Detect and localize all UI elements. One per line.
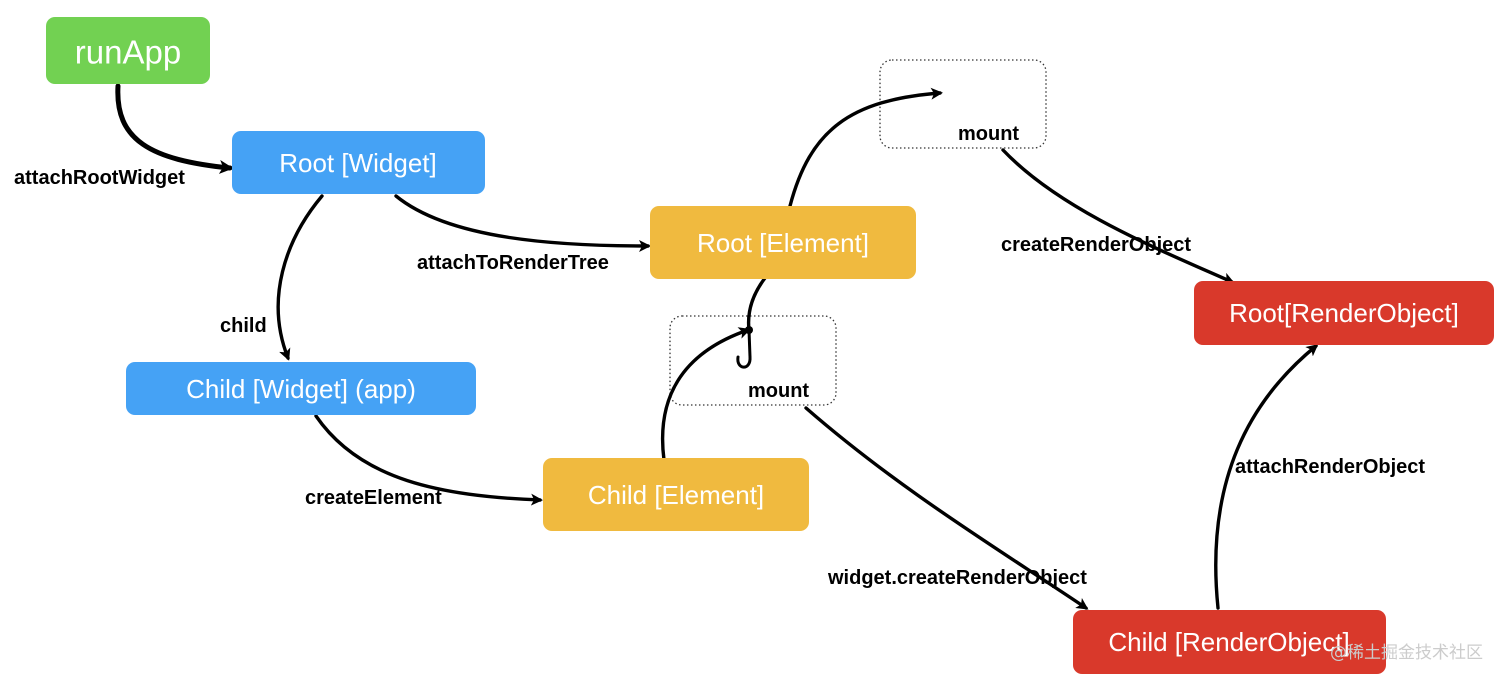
watermark-text: @稀土掘金技术社区 [1330,643,1483,663]
child-mount-label: mount [748,380,809,402]
create-render-object-label: createRenderObject [1001,234,1191,256]
widget-create-render-object-arrow [804,406,1089,610]
root-mount-label: mount [958,123,1019,145]
attach-render-object-label: attachRenderObject [1235,456,1425,478]
root-element-box [650,206,916,279]
node-child-element: Child [Element] [543,458,809,531]
widget-create-render-object-label: widget.createRenderObject [827,567,1087,589]
element-hook-line [746,276,767,332]
node-root-element: Root [Element] [650,206,916,279]
attach-root-widget-arrow [115,83,234,174]
root-render-object-label: Root[RenderObject] [1229,298,1459,328]
attach-root-widget-label: attachRootWidget [14,167,185,189]
child-edge-label: child [220,315,267,337]
root-render-object-box [1194,281,1494,345]
child-element-label: Child [Element] [588,480,764,510]
root-widget-label: Root [Widget] [279,148,437,178]
attach-render-object-arrow [1214,344,1319,610]
child-widget-label: Child [Widget] (app) [186,374,416,404]
attach-to-render-tree-arrow [394,194,651,252]
child-element-box [543,458,809,531]
child-render-object-box [1073,610,1386,674]
run-app-label: runApp [75,34,181,71]
root-mount-arrow [788,87,943,208]
child-widget-box [126,362,476,415]
node-root-widget: Root [Widget] [232,131,485,194]
create-element-arrow [314,414,543,506]
child-render-object-label: Child [RenderObject] [1108,627,1349,657]
attach-to-render-tree-label: attachToRenderTree [417,252,609,274]
child-mount-arrow [661,327,751,462]
child-mount-box [669,315,837,406]
node-root-render-object: Root[RenderObject] [1194,281,1494,345]
root-widget-box [232,131,485,194]
create-element-label: createElement [305,487,442,509]
node-run-app: runApp [46,17,210,84]
node-child-widget: Child [Widget] (app) [126,362,476,415]
create-render-object-arrow [1001,148,1235,284]
root-element-label: Root [Element] [697,228,869,258]
hook-icon [736,328,752,369]
child-arrow [276,194,324,361]
run-app-box [46,17,210,84]
node-child-render-object: Child [RenderObject] [1073,610,1386,674]
